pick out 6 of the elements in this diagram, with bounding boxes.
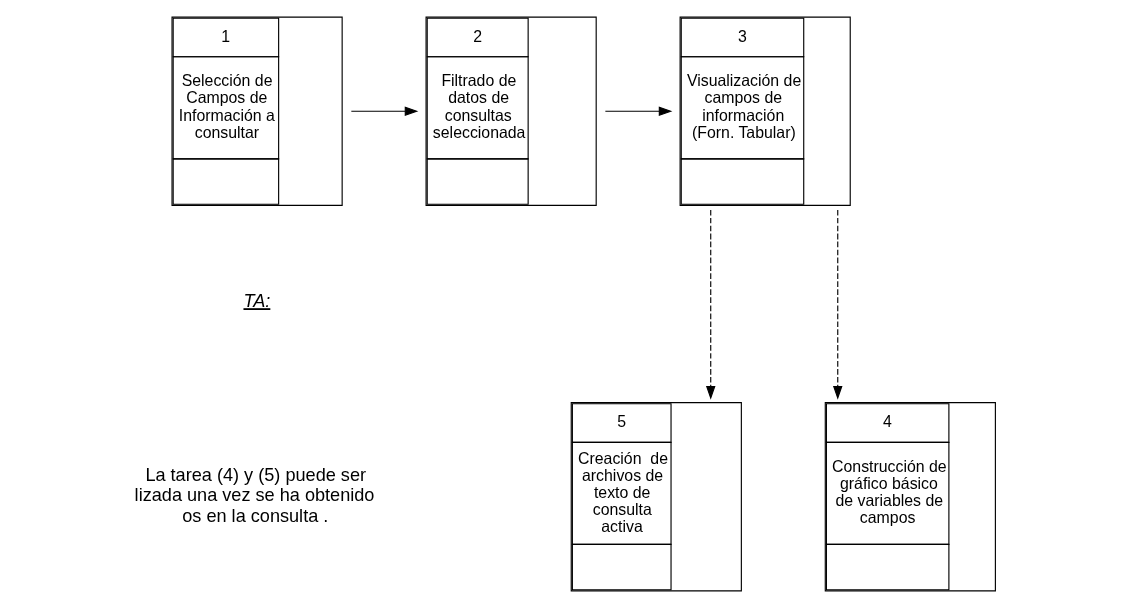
label: TA: — [243, 291, 271, 312]
label: La tarea (4) y (5) puede ser lizada una vez se ha obtenido os en la consulta . — [134, 464, 375, 526]
arrow — [833, 209, 843, 400]
arrow — [604, 106, 673, 116]
arrow — [350, 106, 419, 116]
arrow — [705, 209, 716, 400]
